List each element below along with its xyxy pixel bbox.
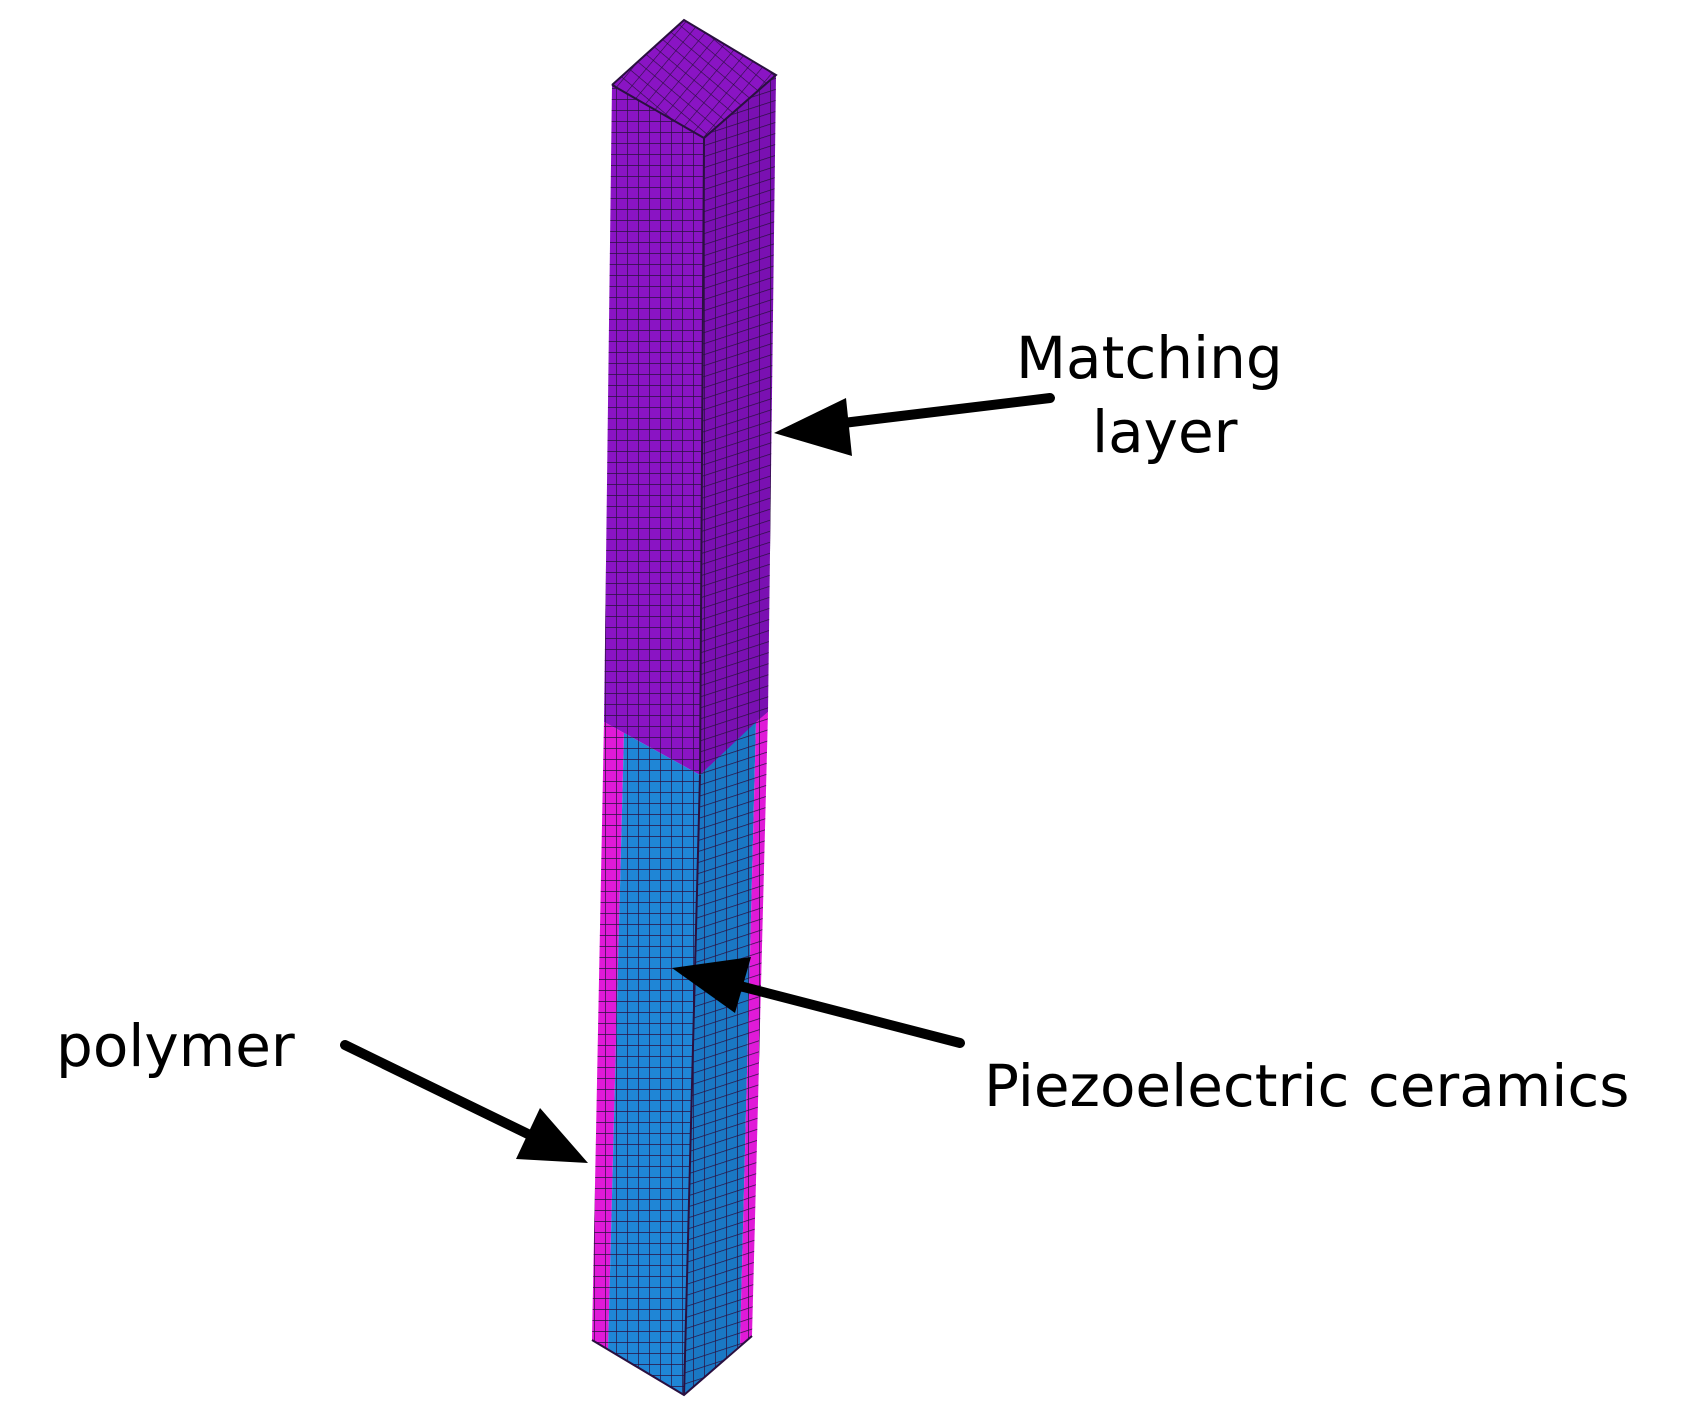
piezo-arrow (672, 957, 965, 1048)
matching-layer-arrow (774, 393, 1055, 456)
matching-layer-label-line1: Matching (1016, 324, 1283, 392)
piezoelectric-ceramics-label: Piezoelectric ceramics (984, 1052, 1630, 1120)
matching-layer-label-line2: layer (1092, 398, 1238, 466)
polymer-arrow (340, 1040, 588, 1163)
piezo-block (591, 712, 768, 1397)
polymer-label: polymer (56, 1012, 295, 1080)
matching-layer-block (604, 18, 778, 776)
